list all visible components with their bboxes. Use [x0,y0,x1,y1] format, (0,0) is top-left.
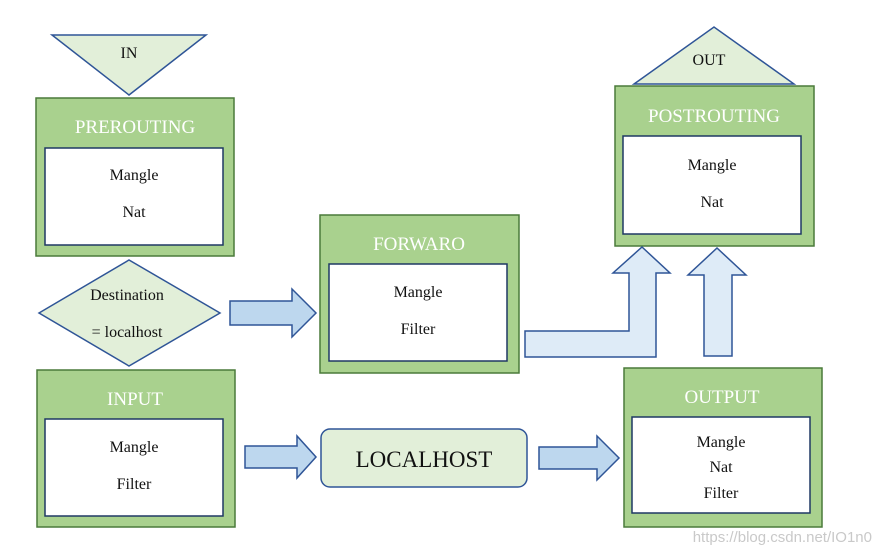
arrow-right-icon [538,434,621,482]
in-marker: IN [49,34,209,96]
watermark: https://blog.csdn.net/IO1n0 [693,529,872,546]
chain-output-title: OUTPUT [685,387,760,408]
arrow-up-icon [686,246,748,357]
in-label: IN [121,45,138,62]
out-marker: OUT [631,26,797,85]
chain-input-tables [44,418,224,517]
table-filter: Filter [117,476,152,493]
chain-input: INPUT Mangle Filter [36,369,236,528]
chain-prerouting-title: PREROUTING [75,117,196,138]
decision-diamond [37,259,222,367]
out-triangle [631,26,797,85]
table-mangle: Mangle [688,157,737,174]
decision-line2: = localhost [92,324,163,341]
chain-prerouting-tables [44,147,224,246]
chain-prerouting: PREROUTING Mangle Nat [35,97,235,257]
chain-input-title: INPUT [107,389,163,410]
table-nat: Nat [122,204,146,221]
localhost-box [320,428,528,488]
table-mangle: Mangle [110,439,159,456]
arrow-bent-up-icon [524,245,672,358]
arrow-right-icon [229,287,318,339]
chain-postrouting-tables [622,135,802,235]
localhost-label: LOCALHOST [356,447,493,472]
table-mangle: Mangle [697,434,746,451]
chain-forward-title: FORWARO [373,234,465,255]
table-mangle: Mangle [110,167,159,184]
chain-postrouting: POSTROUTING Mangle Nat [614,85,815,247]
table-nat: Nat [700,194,724,211]
chain-forward-tables [328,263,508,362]
table-nat: Nat [709,459,733,476]
decision-line1: Destination [90,287,164,304]
table-filter: Filter [704,485,739,502]
out-label: OUT [693,52,726,69]
localhost-node: LOCALHOST [320,428,528,488]
arrow-right-icon [244,434,318,480]
chain-output: OUTPUT Mangle Nat Filter [623,367,823,528]
table-mangle: Mangle [394,284,443,301]
in-triangle [49,34,209,96]
decision-destination-localhost: Destination = localhost [37,259,222,367]
table-filter: Filter [401,321,436,338]
chain-output-tables [631,416,811,514]
chain-forward: FORWARO Mangle Filter [319,214,520,374]
chain-postrouting-title: POSTROUTING [648,106,780,127]
